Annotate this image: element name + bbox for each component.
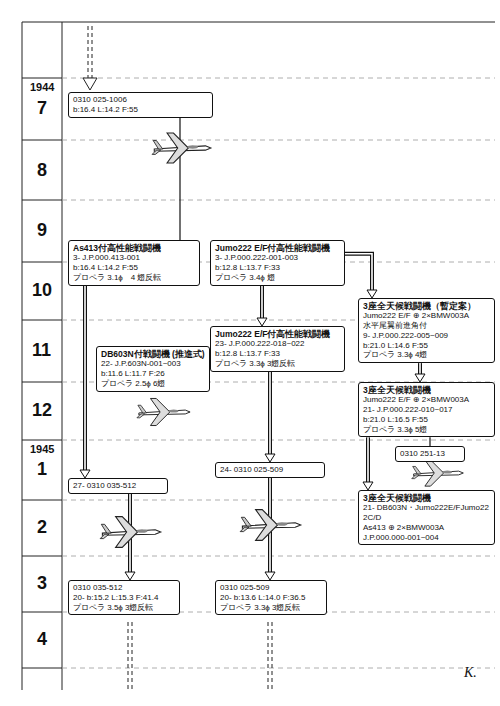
arrow-head: [265, 454, 275, 462]
spec-line: プロペラ 3.3ϕ 4翅: [363, 350, 490, 360]
box-heading: 3座全天候戦闘機（暫定案）: [363, 301, 490, 311]
date-label: 1: [37, 459, 47, 480]
aircraft-box: 3座全天候戦闘機（暫定案）Jumo222 E/F ⊕ 2×BMW003A水平尾翼…: [358, 298, 495, 363]
aircraft-box: 3座全天候戦闘機21- DB603N・Jumo222E/FJumo222C/DA…: [358, 490, 495, 545]
arrow-head: [257, 318, 267, 326]
spec-line: プロペラ 3.1ϕ 4 翅反転: [73, 273, 195, 283]
lineage-arrow: [257, 286, 267, 326]
spec-line: プロペラ 3.5ϕ 3翅反転: [73, 603, 175, 613]
spec-line: Jumo222 E/F ⊕ 2×BMW003A: [363, 395, 490, 405]
spec-line: 0310 251-13: [400, 449, 460, 459]
spec-line: 22- J.P.603N-001~003: [101, 359, 205, 369]
date-label: 1945: [30, 443, 54, 455]
spec-line: プロペラ 3.3ϕ 3翅反転: [220, 603, 322, 613]
aircraft-illustration: [412, 460, 464, 486]
aircraft-box: DB603N付戦闘機 (推進式)22- J.P.603N-001~003b:11…: [96, 346, 210, 392]
date-label: 7: [37, 98, 47, 119]
spec-line: 0310 035-512: [73, 583, 175, 593]
aircraft-box: 27- 0310 035-512: [68, 478, 168, 494]
spec-line: 水平尾翼前進角付: [363, 321, 490, 331]
spec-line: 27- 0310 035-512: [73, 481, 163, 491]
date-label: 2: [37, 517, 47, 538]
box-heading: DB603N付戦闘機 (推進式): [101, 349, 205, 359]
spec-line: b:16.4 L:14.2 F:55: [73, 105, 208, 115]
spec-line: 0310 025-1006: [73, 95, 208, 105]
lineage-arrow: [265, 372, 275, 462]
aircraft-box: 0310 251-13: [395, 446, 465, 462]
signature: K.: [464, 665, 477, 681]
spec-line: プロペラ 2.5ϕ 6翅: [101, 379, 205, 389]
spec-line: プロペラ 3.3ϕ 5翅: [363, 425, 490, 435]
incoming-arrow: [88, 26, 92, 78]
spec-line: b:21.0 L:16.5 F:55: [363, 415, 490, 425]
aircraft-box: 24- 0310 025-509: [215, 462, 325, 478]
spec-line: b:16.4 L:14.2 F:55: [73, 263, 195, 273]
spec-line: 3- J.P.000.222-001-003: [215, 253, 340, 263]
spec-line: As413 ⊕ 2×BMW003A: [363, 523, 490, 533]
lineage-arrow: [415, 363, 425, 382]
arrow-head: [363, 482, 373, 490]
spec-line: 0310 025-509: [220, 583, 322, 593]
arrow-head: [265, 572, 275, 580]
date-label: 9: [37, 220, 47, 241]
arrow-head: [80, 470, 90, 478]
spec-line: 21- DB603N・Jumo222E/FJumo222C/D: [363, 503, 490, 523]
lineage-arrow: [430, 437, 431, 446]
spec-line: 20- b:13.6 L:14.0 F:36.5: [220, 593, 322, 603]
spec-line: 23- J.P.000.222-018~022: [215, 339, 340, 349]
spec-line: Jumo222 E/F ⊕ 2×BMW003A: [363, 311, 490, 321]
box-heading: 3座全天候戦闘機: [363, 385, 490, 395]
date-label: 4: [37, 629, 47, 650]
date-label: 1944: [30, 81, 54, 93]
spec-line: 20- b:15.2 L:15.3 F:41.4: [73, 593, 175, 603]
spec-line: b:12.8 L:13.7 F:33: [215, 349, 340, 359]
box-heading: 3座全天候戦闘機: [363, 493, 490, 503]
spec-line: プロペラ 3.3ϕ 3翅反転: [215, 359, 340, 369]
aircraft-box: 3座全天候戦闘機Jumo222 E/F ⊕ 2×BMW003A21- J.P.0…: [358, 382, 495, 437]
lineage-arrow: [345, 254, 377, 298]
spec-line: b:11.6 L:11.7 F:26: [101, 369, 205, 379]
spec-line: b:12.8 L:13.7 F:33: [215, 263, 340, 273]
arrow-head: [415, 374, 425, 382]
date-label: 10: [32, 280, 52, 301]
date-label: 11: [32, 340, 51, 361]
spec-line: 21- J.P.000.222-010~017: [363, 405, 490, 415]
spec-line: J.P.000.000-001~004: [363, 533, 490, 543]
box-heading: Jumo222 E/F付高性能戦闘機: [215, 243, 340, 253]
aircraft-box: 0310 025-50920- b:13.6 L:14.0 F:36.5プロペラ…: [215, 580, 327, 615]
spec-line: プロペラ 3.4ϕ 翅: [215, 273, 340, 283]
date-label: 12: [32, 400, 52, 421]
arrow-head: [125, 572, 135, 580]
aircraft-illustration: [152, 133, 211, 163]
aircraft-box: As413付高性能戦闘機3- J.P.000.413-001b:16.4 L:1…: [68, 240, 200, 286]
aircraft-box: Jumo222 E/F付高性能戦闘機3- J.P.000.222-001-003…: [210, 240, 345, 286]
spec-line: 24- 0310 025-509: [220, 465, 320, 475]
lineage-arrow: [363, 437, 373, 490]
spec-line: 9- J.P.000.222-005~009: [363, 331, 490, 341]
box-heading: Jumo222 E/F付高性能戦闘機: [215, 329, 340, 339]
aircraft-illustration: [137, 398, 190, 425]
aircraft-illustration: [100, 517, 161, 548]
continuation-line: [128, 622, 272, 692]
spec-line: b:21.0 L:14.6 F:55: [363, 341, 490, 351]
aircraft-illustration: [240, 510, 301, 541]
aircraft-box: 0310 035-51220- b:15.2 L:15.3 F:41.4プロペラ…: [68, 580, 180, 615]
aircraft-box: Jumo222 E/F付高性能戦闘機23- J.P.000.222-018~02…: [210, 326, 345, 372]
date-label: 8: [37, 160, 47, 181]
box-heading: As413付高性能戦闘機: [73, 243, 195, 253]
spec-line: 3- J.P.000.413-001: [73, 253, 195, 263]
arrow-head: [367, 290, 377, 298]
lineage-arrow: [180, 118, 181, 241]
aircraft-box: 0310 025-1006b:16.4 L:14.2 F:55: [68, 92, 213, 118]
lineage-arrow: [80, 286, 90, 478]
date-label: 3: [37, 573, 47, 594]
